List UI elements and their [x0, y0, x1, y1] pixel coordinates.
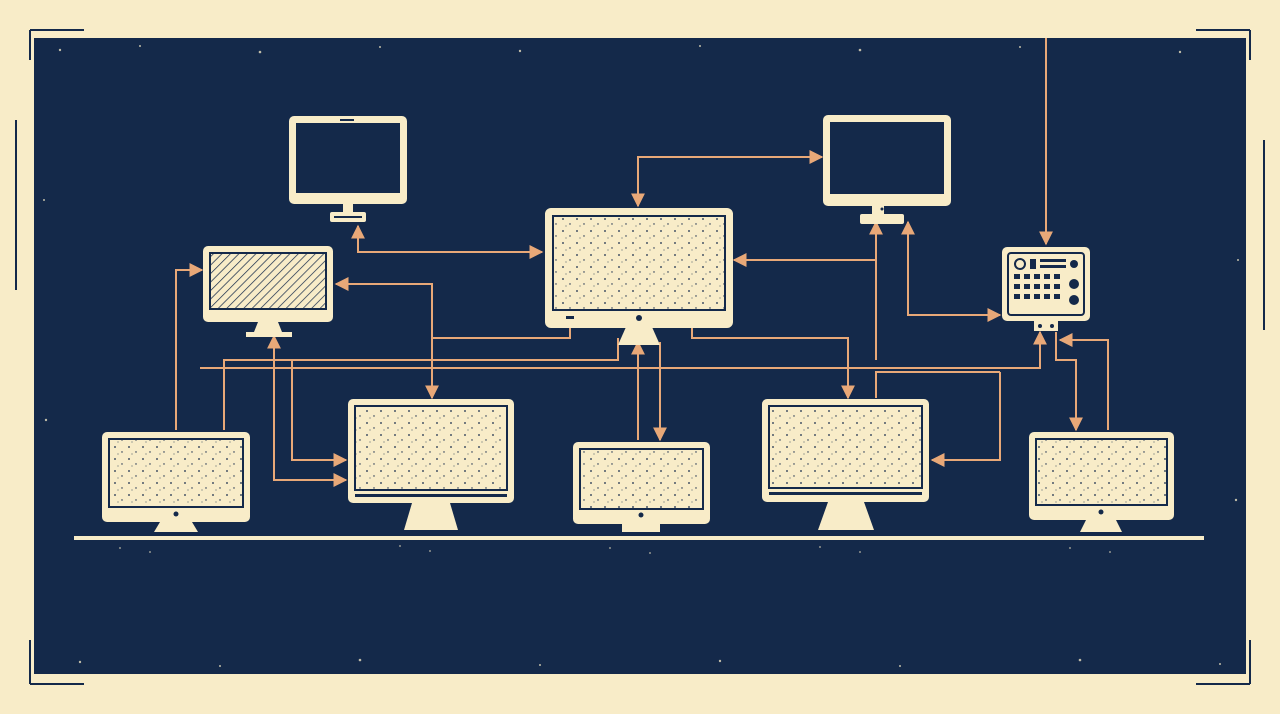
- edge-panel-to-bottom-5: [1055, 332, 1083, 432]
- monitor-icon: [1029, 432, 1174, 532]
- edge-bottom-4-riser: [875, 371, 1000, 398]
- edge-panel-riser: [1058, 333, 1109, 430]
- edge-hatched-loop: [291, 360, 348, 467]
- hatched-monitor: [203, 246, 333, 337]
- edge-hub-to-top-right: [631, 150, 824, 208]
- monitor-icon: [102, 432, 250, 532]
- monitor-icon: [289, 116, 407, 222]
- monitor-icon: [573, 442, 710, 532]
- panel-grain: [43, 45, 1239, 667]
- edge-left-bus-2: [223, 338, 619, 430]
- frame: [15, 29, 1265, 685]
- monitor-icon: [823, 115, 951, 224]
- panel: [34, 38, 1246, 674]
- edge-panel-to-bottom-4: [930, 372, 1001, 467]
- monitor-icon: [545, 208, 733, 345]
- bottom-monitor-4: [762, 399, 929, 530]
- top-right-monitor: [823, 115, 951, 224]
- monitor-icon: [348, 399, 514, 530]
- edge-hatched-to-bottom-2-left: [267, 334, 348, 487]
- control-panel-icon: [1002, 247, 1090, 331]
- edge-long-bus: [200, 330, 1047, 369]
- edge-top-left-to-hub: [351, 224, 544, 259]
- monitor-icon: [762, 399, 929, 530]
- edge-left-bus: [175, 263, 204, 430]
- hub-monitor: [545, 208, 733, 345]
- monitor-icon: [203, 246, 333, 337]
- bottom-monitor-1: [102, 432, 250, 532]
- top-left-monitor: [289, 116, 407, 222]
- floor: [74, 536, 1204, 554]
- edge-hub-to-bottom-4: [691, 322, 855, 400]
- bottom-monitor-2: [348, 399, 514, 530]
- bottom-monitor-5: [1029, 432, 1174, 532]
- control-panel: [1002, 247, 1090, 331]
- edge-panel-to-top-right: [901, 220, 1002, 322]
- bottom-monitor-3: [573, 442, 710, 532]
